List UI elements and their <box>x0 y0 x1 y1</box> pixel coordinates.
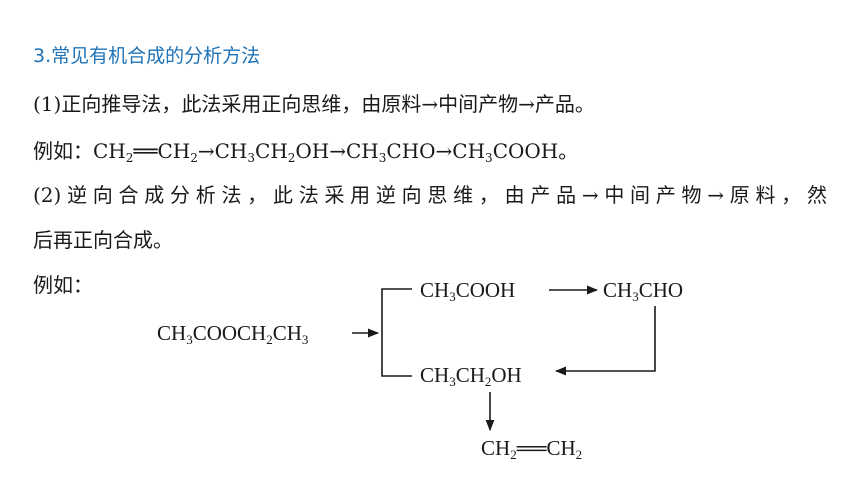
forward-reaction-equation: CH2══CH2→CH3CH2OH→CH3CHO→CH3COOH。 <box>93 139 579 165</box>
example-retro-prefix: 例如： <box>33 273 93 297</box>
paragraph-forward-method: (1)正向推导法，此法采用正向思维，由原料→中间产物→产品。 <box>33 92 595 116</box>
formula-text-part: CH <box>255 139 288 163</box>
formula-subscript: 2 <box>125 151 134 165</box>
formula-subscript: 3 <box>378 151 387 165</box>
compound-acetic-acid: CH3COOH <box>420 278 515 304</box>
compound-ethyl-acetate: CH3COOCH2CH3 <box>157 321 308 347</box>
example-forward-line: 例如：CH2══CH2→CH3CH2OH→CH3CHO→CH3COOH。 <box>33 137 578 165</box>
formula-text-part: COOH。 <box>492 139 579 163</box>
formula-text-part: ══CH <box>133 139 191 163</box>
formula-subscript: 3 <box>247 151 256 165</box>
compound-ethanol: CH3CH2OH <box>420 363 522 389</box>
compound-ethylene: CH2══CH2 <box>481 436 582 462</box>
paragraph-retro-method-line1: (2)逆向合成分析法，此法采用逆向思维，由产品→中间产物→原料，然 <box>33 183 827 207</box>
split-bracket <box>381 288 412 377</box>
formula-subscript: 2 <box>287 151 296 165</box>
formula-subscript: 2 <box>190 151 198 165</box>
formula-text-part: →CH <box>197 139 248 163</box>
example-prefix: 例如： <box>33 139 93 163</box>
formula-text-part: CHO→CH <box>386 139 486 163</box>
formula-subscript: 3 <box>485 151 493 165</box>
compound-acetaldehyde: CH3CHO <box>603 278 683 304</box>
section-heading: 3.常见有机合成的分析方法 <box>33 45 261 67</box>
arrow-aldehyde-to-ethanol <box>554 306 656 376</box>
paragraph-retro-method-line2: 后再正向合成。 <box>33 228 173 252</box>
formula-text-part: CH <box>93 139 126 163</box>
formula-text-part: OH→CH <box>295 139 379 163</box>
